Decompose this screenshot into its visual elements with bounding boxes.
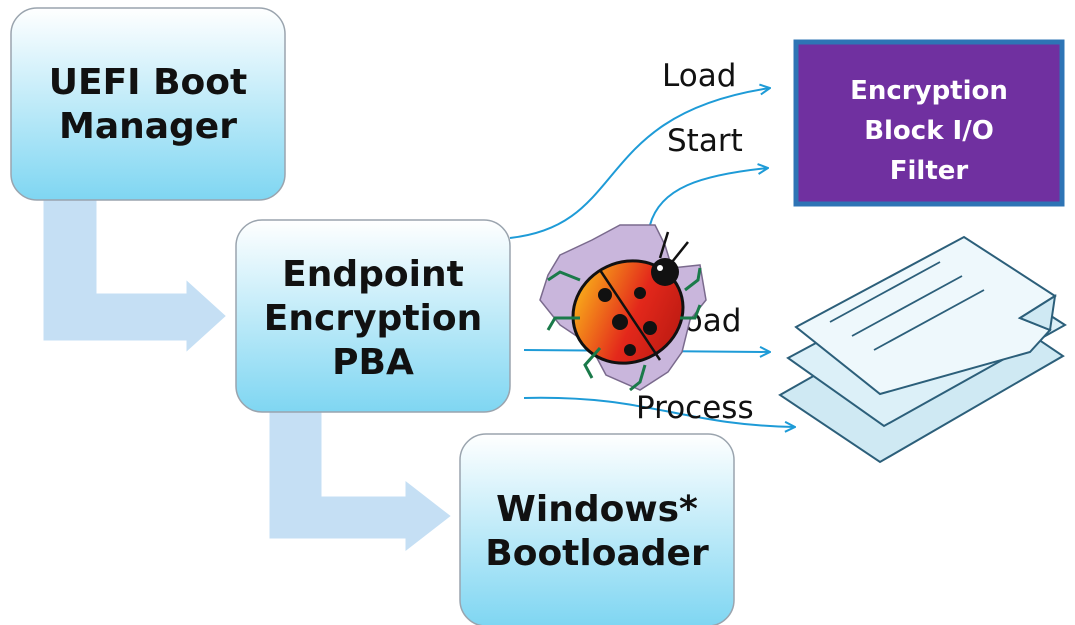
encryption-block-io-filter-box: Encryption Block I/O Filter	[793, 39, 1065, 207]
connector-process	[523, 396, 795, 427]
ladybug-icon	[539, 224, 707, 392]
flow-arrow-uefi-to-pba	[40, 186, 231, 359]
connector-start	[649, 168, 768, 226]
label-start: Start	[667, 123, 743, 159]
filter-box-line-3: Filter	[890, 156, 969, 186]
filter-box-line-1: Encryption	[850, 76, 1008, 106]
filter-box-line-2: Block I/O	[864, 116, 994, 146]
pba-box-line-1: Endpoint	[282, 254, 464, 295]
uefi-boot-manager-box: UEFI Boot Manager	[10, 7, 286, 201]
label-load-top: Load	[662, 58, 736, 94]
endpoint-encryption-pba-box: Endpoint Encryption PBA	[235, 219, 511, 413]
bootloader-box-line-1: Windows*	[496, 489, 698, 530]
bootloader-box-line-2: Bootloader	[485, 533, 709, 574]
label-process: Process	[636, 390, 754, 426]
uefi-box-line-2: Manager	[59, 106, 237, 147]
pba-box-line-2: Encryption	[264, 298, 482, 339]
uefi-box-line-1: UEFI Boot	[49, 62, 247, 103]
connector-load-top	[509, 88, 770, 239]
windows-bootloader-box: Windows* Bootloader	[459, 433, 735, 625]
pba-box-line-3: PBA	[332, 342, 414, 383]
flow-arrow-pba-to-bootloader	[266, 403, 456, 558]
document-stack-icon	[778, 235, 1067, 464]
